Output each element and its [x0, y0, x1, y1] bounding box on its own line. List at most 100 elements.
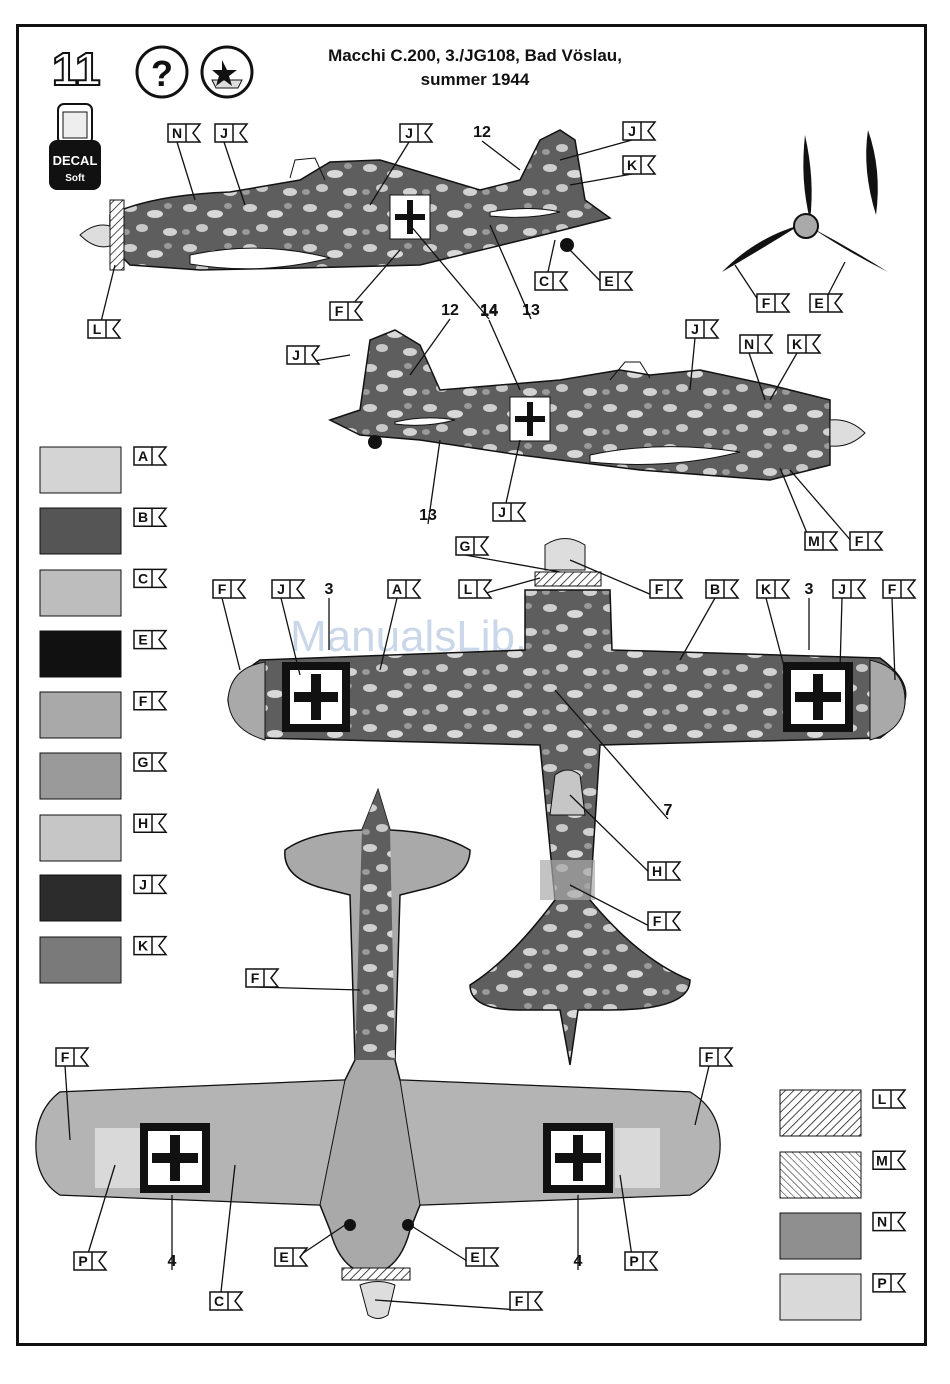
leader-line	[177, 142, 195, 200]
callout-label: E	[814, 295, 823, 311]
callout-label: F	[855, 533, 864, 549]
callout-top_view-4: J	[272, 580, 304, 598]
callout-side_top-8: F	[330, 302, 362, 320]
callout-label: M	[876, 1152, 888, 1168]
callout-top_view-13: H	[648, 862, 680, 880]
swatch-J	[40, 875, 121, 921]
callout-side_top-7: E	[600, 272, 632, 290]
decal-placement-icon	[202, 47, 252, 97]
callout-legend-right-1: M	[873, 1151, 905, 1169]
side-view-right	[330, 330, 865, 480]
callout-label: F	[251, 970, 260, 986]
callout-label: J	[220, 125, 228, 141]
side-view-left	[80, 130, 610, 270]
swatch-M	[780, 1152, 861, 1198]
callout-label: J	[292, 347, 300, 363]
color-legend-right	[780, 1090, 861, 1320]
bottom-view	[36, 790, 720, 1319]
callout-label: A	[392, 581, 402, 597]
swatch-L	[780, 1090, 861, 1136]
callout-side_top-1: J	[215, 124, 247, 142]
callout-label: B	[138, 509, 148, 525]
callout-number-top_view-9: 3	[805, 581, 814, 598]
callout-label: C	[214, 1293, 224, 1309]
callout-side_bottom-3: N	[740, 335, 772, 353]
callout-label: K	[792, 336, 802, 352]
leader-line	[375, 1300, 519, 1310]
callout-legend-left-8: K	[134, 937, 166, 955]
callout-label: G	[138, 754, 149, 770]
callout-top_view-8: K	[757, 580, 789, 598]
callout-bottom_view-10: F	[510, 1292, 542, 1310]
callout-label: H	[138, 815, 148, 831]
callout-label: F	[705, 1049, 714, 1065]
callout-side_bottom-8: M	[805, 532, 837, 550]
callout-label: J	[691, 321, 699, 337]
callout-label: L	[878, 1091, 887, 1107]
callout-label: J	[498, 504, 506, 520]
callout-bottom_view-3: P	[74, 1252, 106, 1270]
callout-side_bottom-7: J	[493, 503, 525, 521]
swatch-C	[40, 570, 121, 616]
callout-side_top-0: N	[168, 124, 200, 142]
callout-top_view-3: F	[213, 580, 245, 598]
callout-side_bottom-5: J	[686, 320, 718, 338]
callout-label: P	[78, 1253, 87, 1269]
svg-text:?: ?	[151, 53, 173, 94]
callout-side_top-4: J	[623, 122, 655, 140]
callout-side_top-11: L	[88, 320, 120, 338]
swatch-B	[40, 508, 121, 554]
callout-number-bottom_view-8: 4	[574, 1253, 583, 1270]
question-icon: ?	[137, 47, 187, 97]
swatch-H	[40, 815, 121, 861]
callout-label: F	[515, 1293, 524, 1309]
swatch-K	[40, 937, 121, 983]
callout-top_view-1: F	[650, 580, 682, 598]
callout-label: K	[138, 938, 148, 954]
callout-side_bottom-4: K	[788, 335, 820, 353]
callout-label: F	[653, 913, 662, 929]
callout-legend-left-4: F	[134, 692, 166, 710]
callout-label: C	[539, 273, 549, 289]
callout-label: E	[604, 273, 613, 289]
propeller-view	[722, 130, 888, 272]
callout-label: E	[138, 632, 147, 648]
callout-top_view-0: G	[456, 537, 488, 555]
callout-top_view-10: J	[833, 580, 865, 598]
callout-label: F	[335, 303, 344, 319]
callout-bottom_view-0: F	[246, 969, 278, 987]
leader-line	[680, 598, 715, 660]
callout-number-side_top-3: 12	[473, 124, 491, 141]
callout-label: C	[138, 570, 148, 586]
callout-top_view-7: B	[706, 580, 738, 598]
callout-legend-left-0: A	[134, 447, 166, 465]
callout-legend-right-0: L	[873, 1090, 905, 1108]
callout-legend-left-5: G	[134, 753, 166, 771]
callout-top_view-2: L	[459, 580, 491, 598]
callout-number-side_bottom-6: 13	[419, 507, 437, 524]
callout-number-side_top-10: 13	[522, 302, 540, 319]
callout-legend-left-2: C	[134, 569, 166, 587]
callout-side_top-2: J	[400, 124, 432, 142]
callout-label: K	[761, 581, 771, 597]
callout-bottom_view-1: F	[56, 1048, 88, 1066]
callout-label: P	[629, 1253, 638, 1269]
callout-number-bottom_view-4: 4	[168, 1253, 177, 1270]
callout-label: F	[61, 1049, 70, 1065]
callout-bottom_view-9: P	[625, 1252, 657, 1270]
callout-legend-left-6: H	[134, 814, 166, 832]
callout-top_view-14: F	[648, 912, 680, 930]
top-view	[228, 539, 906, 1066]
callout-number-side_bottom-1: 14	[480, 303, 498, 320]
decal-label: DECAL	[53, 153, 98, 168]
callout-label: N	[744, 336, 754, 352]
callout-bottom_view-6: E	[275, 1248, 307, 1266]
callout-label: F	[139, 693, 148, 709]
callout-legend-right-3: P	[873, 1274, 905, 1292]
callout-label: J	[139, 876, 147, 892]
callout-bottom_view-7: E	[466, 1248, 498, 1266]
callout-side_top-12: F	[757, 294, 789, 312]
callout-label: J	[628, 123, 636, 139]
leader-line	[489, 320, 520, 390]
callout-label: E	[279, 1249, 288, 1265]
